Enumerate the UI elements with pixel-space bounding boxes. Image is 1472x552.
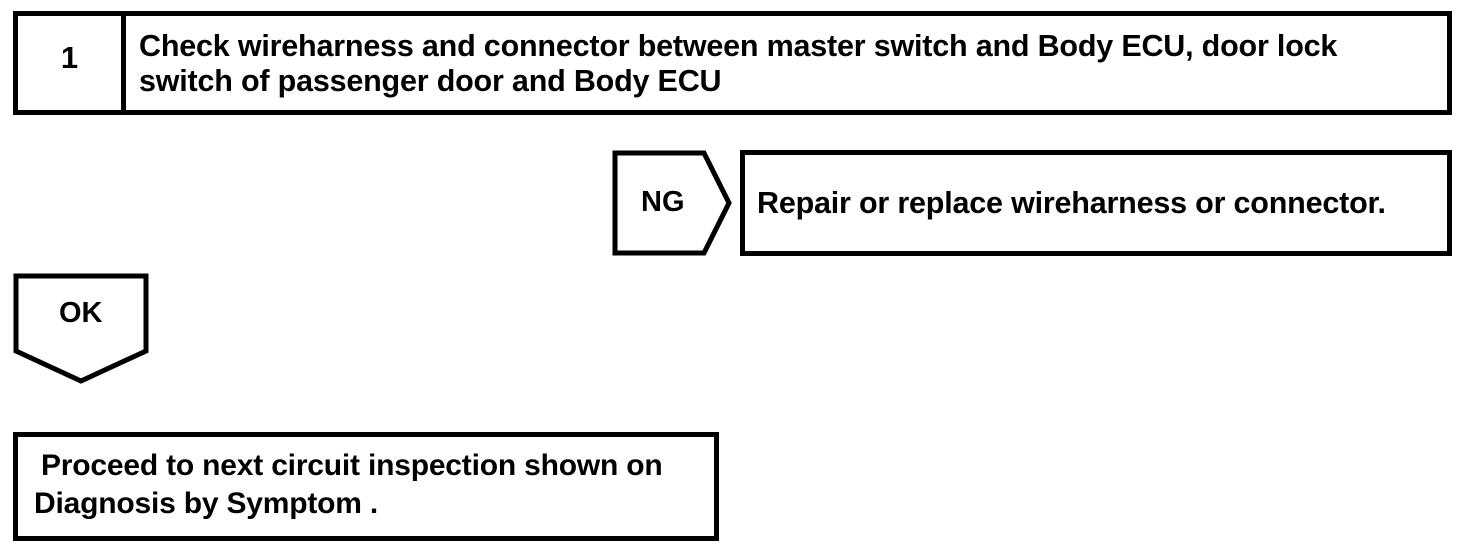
ok-result-text: Proceed to next circuit inspection shown…	[34, 447, 704, 523]
ok-result-line-2: Diagnosis by Symptom .	[34, 487, 378, 520]
ok-arrow-icon	[13, 273, 149, 385]
step-1-row: 1 Check wireharness and connector betwee…	[13, 11, 1452, 115]
ok-result-box: Proceed to next circuit inspection shown…	[13, 432, 719, 541]
ng-result-box: Repair or replace wireharness or connect…	[740, 150, 1452, 256]
step-number: 1	[60, 39, 79, 75]
ng-label: NG	[641, 186, 685, 218]
step-instruction-text: Check wireharness and connector between …	[139, 29, 1439, 99]
ok-result-line-1: Proceed to next circuit inspection shown…	[41, 449, 663, 482]
step-instruction-line-1: Check wireharness and connector between …	[139, 29, 1269, 63]
step-number-cell: 1	[18, 16, 126, 110]
ng-arrow-icon	[612, 150, 732, 256]
step-instruction-line-2: lock switch of passenger door and Body E…	[139, 29, 1338, 98]
ok-label: OK	[59, 297, 103, 329]
ng-result-text: Repair or replace wireharness or connect…	[757, 186, 1386, 220]
